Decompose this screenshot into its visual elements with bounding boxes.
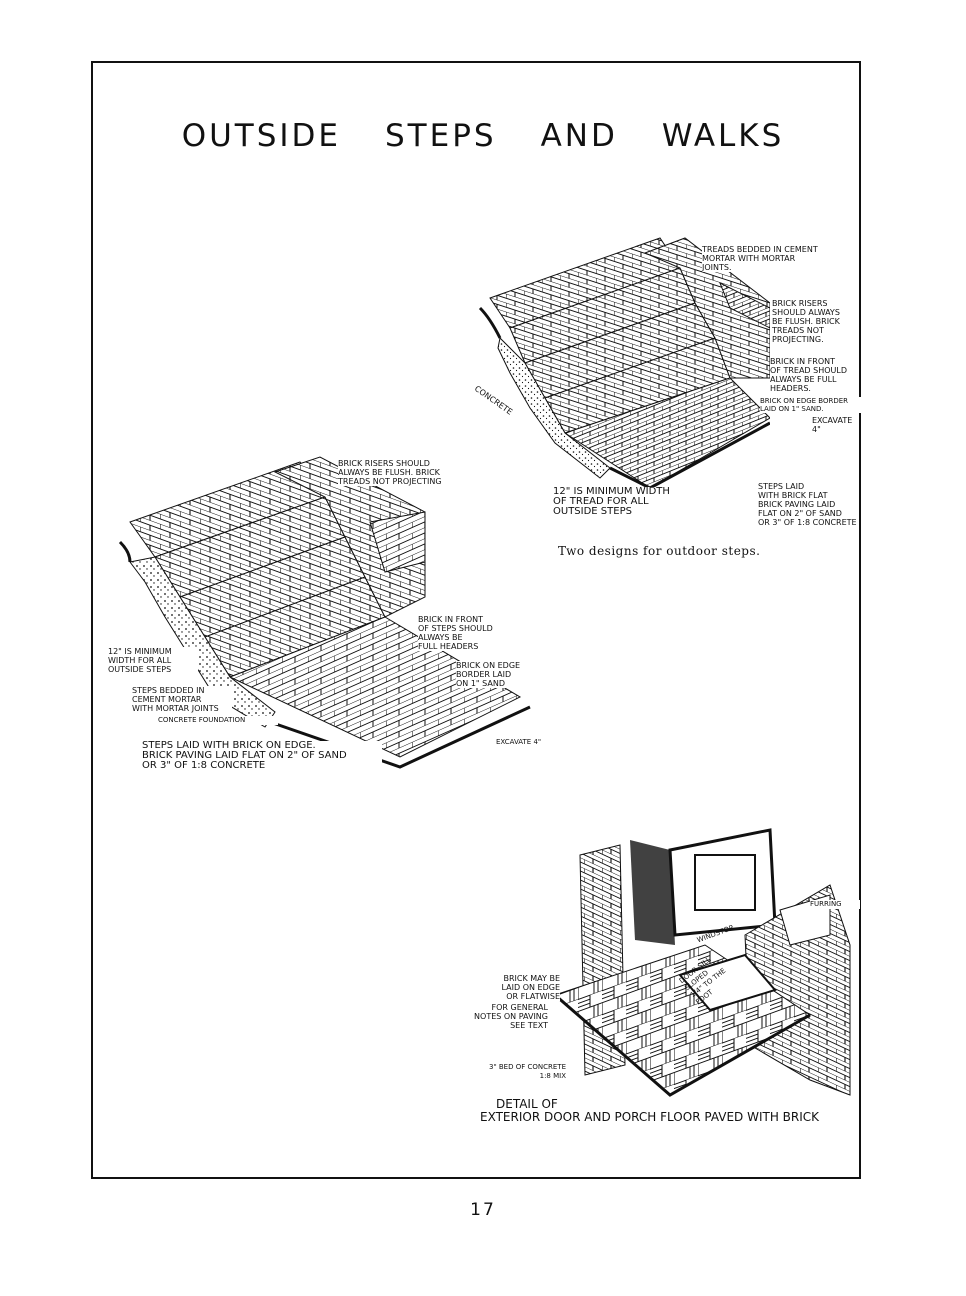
label-brick-on-edge-border: Brick on edge border laid on 1" sand. bbox=[760, 397, 865, 413]
label-brick-may-be-laid: Brick may be laid on edge or flatwise bbox=[488, 974, 560, 1001]
steps-illustration-top bbox=[478, 237, 770, 490]
title-word: WALKS bbox=[661, 118, 785, 154]
label-steps-laid-edge: Steps laid with brick on edge. Brick pav… bbox=[142, 741, 382, 771]
title-word: STEPS bbox=[385, 118, 497, 154]
label-brick-in-front-2: Brick in front of steps should always be… bbox=[418, 615, 513, 651]
label-minimum-width: 12" is minimum width of tread for all ou… bbox=[553, 487, 678, 517]
label-concrete-foundation: Concrete foundation bbox=[158, 716, 278, 725]
label-brick-risers-2: Brick risers should always be flush. Bri… bbox=[338, 459, 468, 486]
label-brick-in-front: Brick in front of tread should always be… bbox=[770, 357, 855, 393]
label-furring: Furring bbox=[810, 900, 860, 909]
label-brick-on-edge-border-2: Brick on edge border laid on 1" sand bbox=[456, 661, 551, 688]
title-word: OUTSIDE bbox=[181, 118, 341, 154]
label-excavate: Excavate 4" bbox=[812, 416, 853, 434]
label-minimum-width-2: 12" is minimum width for all outside ste… bbox=[108, 647, 198, 674]
detail-title: Detail of Exterior door and porch floor … bbox=[480, 1098, 819, 1124]
label-excavate-2: Excavate 4" bbox=[496, 738, 556, 747]
label-concrete-bed: 3" bed of concrete 1:8 mix bbox=[476, 1063, 566, 1081]
label-steps-laid-flat: Steps laid with brick flat brick paving … bbox=[758, 482, 858, 527]
page-title: OUTSIDE STEPS AND WALKS bbox=[0, 118, 966, 154]
figure-caption: Two designs for outdoor steps. bbox=[558, 544, 761, 558]
label-brick-risers: Brick risers should always be flush. Bri… bbox=[772, 299, 857, 344]
label-general-notes: For general notes on paving see text bbox=[470, 1003, 548, 1030]
steps-illustration-bottom bbox=[118, 456, 531, 769]
porch-detail-illustration bbox=[554, 828, 851, 1097]
title-word: AND bbox=[540, 118, 618, 154]
detail-title-line1: Detail of bbox=[496, 1097, 558, 1111]
detail-title-line2: Exterior door and porch floor paved with… bbox=[480, 1110, 820, 1124]
page-number: 17 bbox=[470, 1200, 496, 1220]
page-border bbox=[91, 61, 861, 1179]
label-steps-bedded: Steps bedded in cement mortar with morta… bbox=[132, 686, 232, 713]
label-treads-bedded: Treads bedded in cement mortar with mort… bbox=[702, 245, 852, 272]
